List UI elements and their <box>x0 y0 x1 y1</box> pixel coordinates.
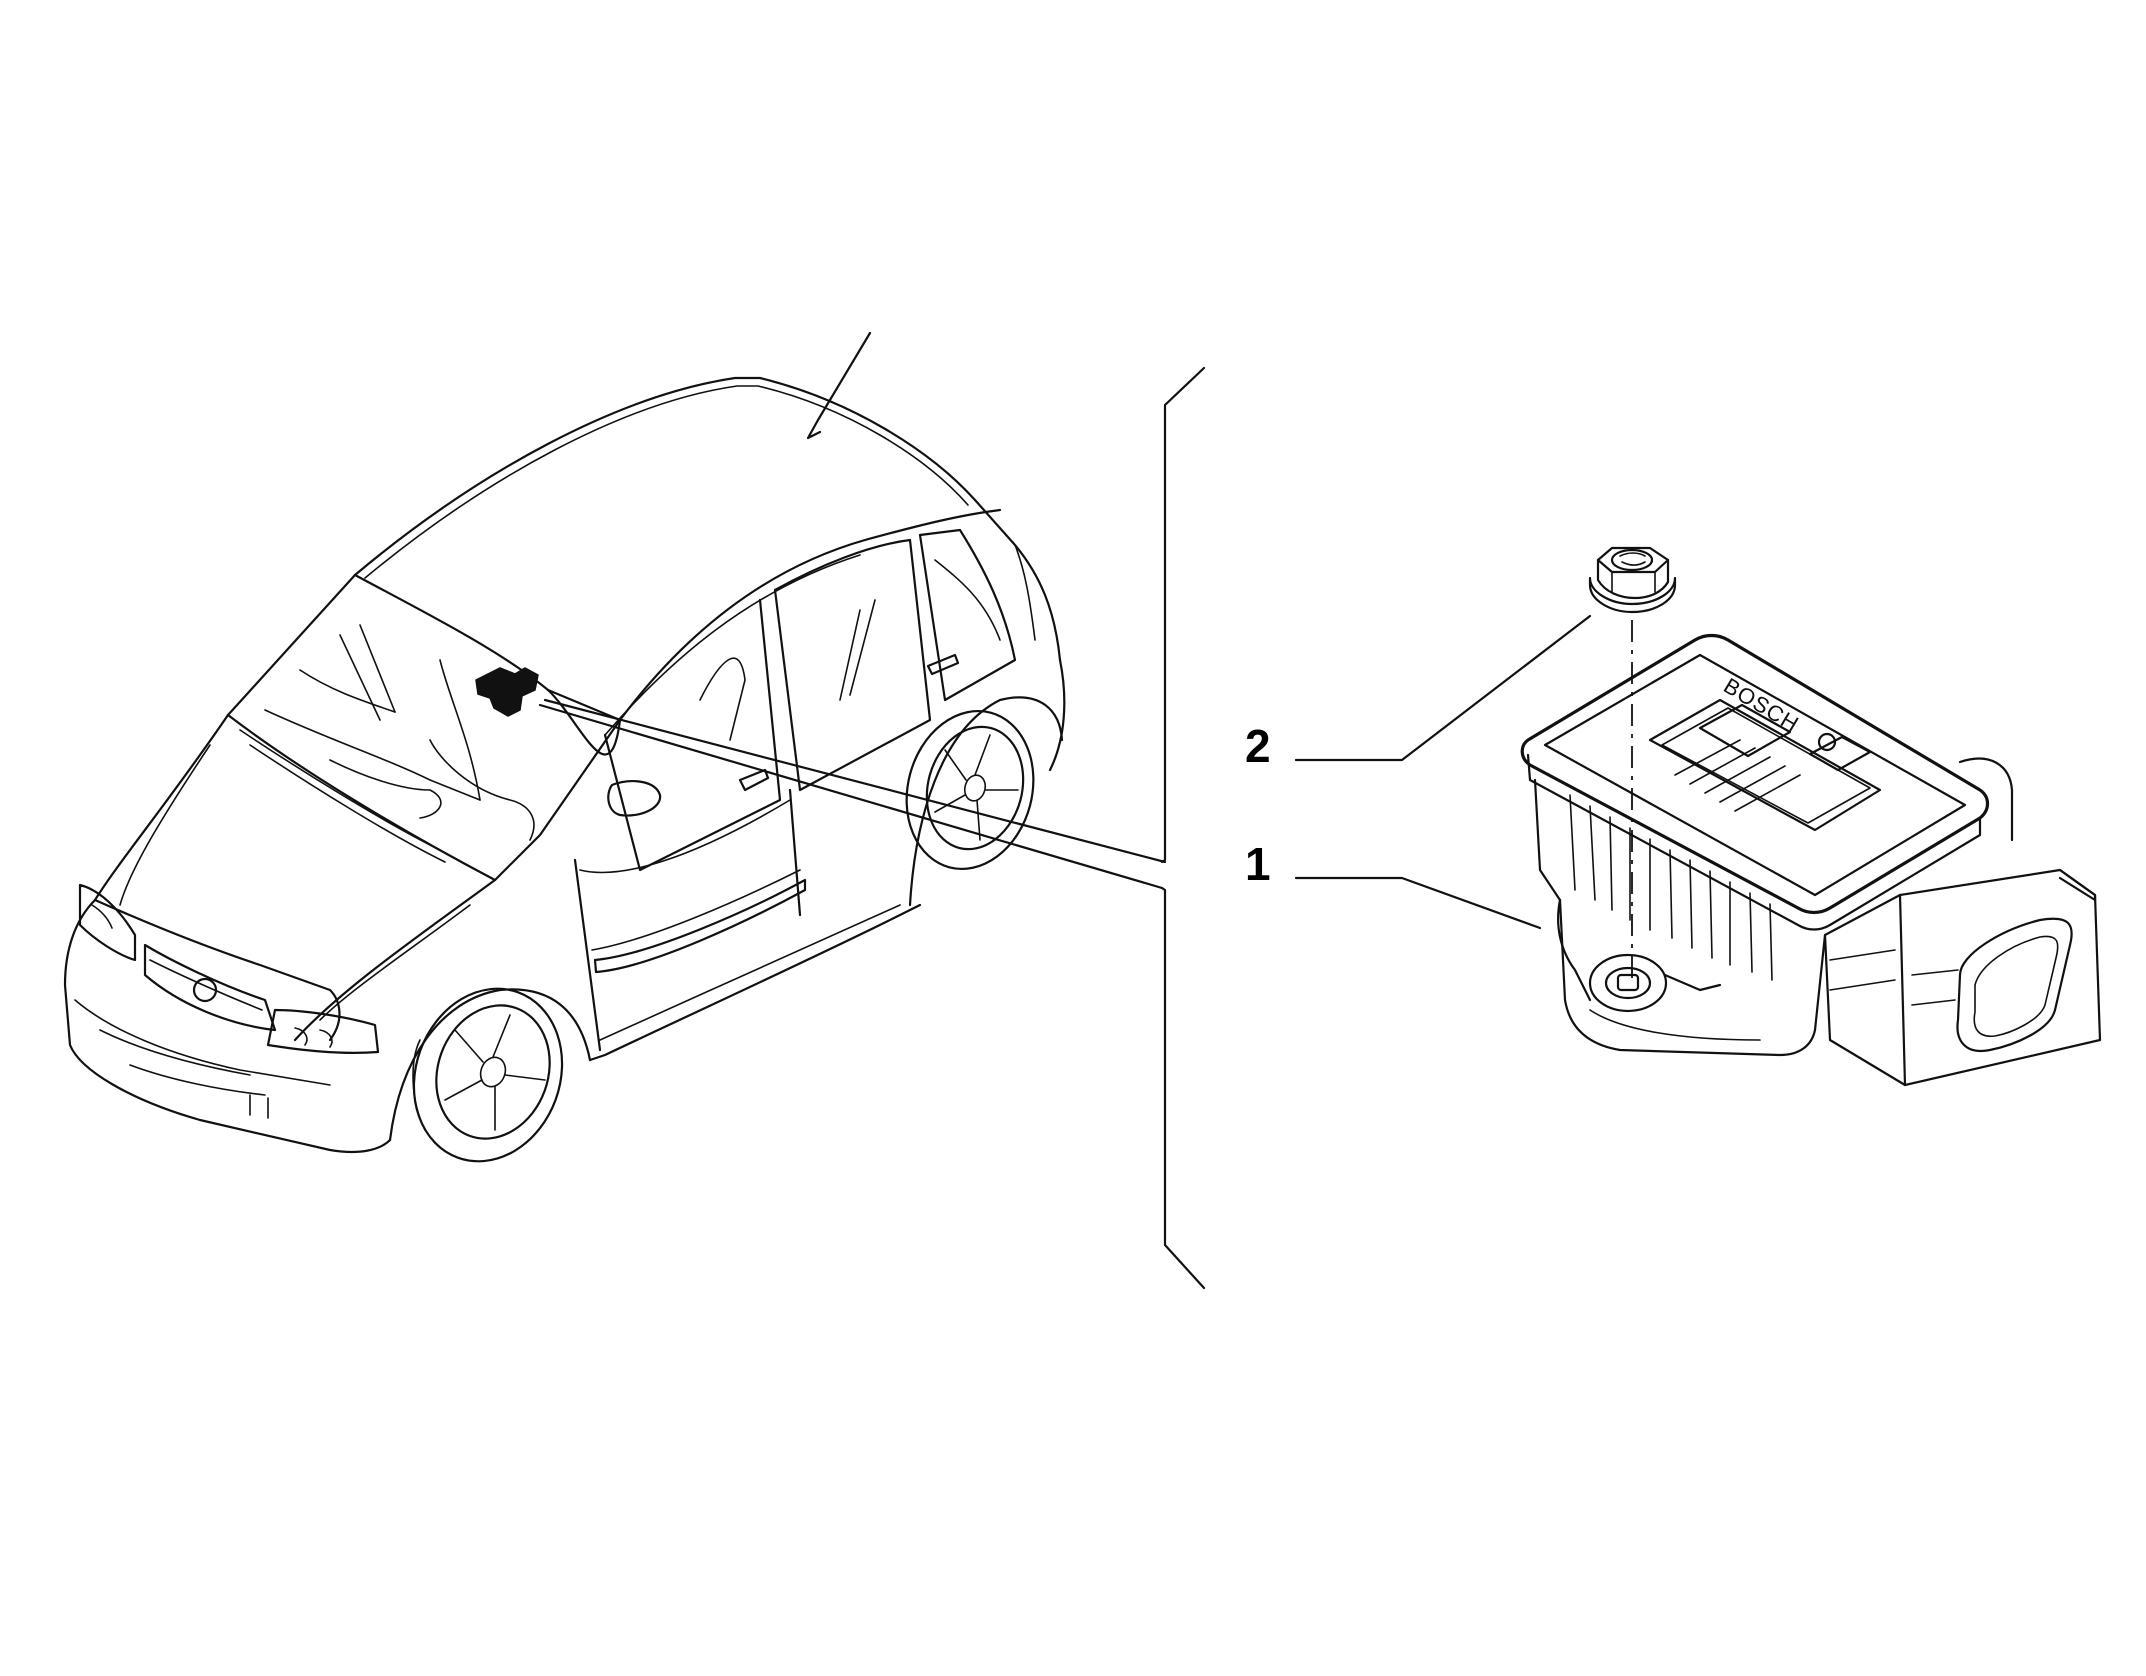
sensor-part: BOSCH <box>1520 633 2102 1087</box>
front-wheel <box>412 987 564 1163</box>
sensor-location-marker <box>475 667 539 717</box>
nut-part <box>1588 546 1677 614</box>
car-illustration <box>63 331 1066 1163</box>
callout-1: 1 <box>1245 838 1542 930</box>
callout-2: 2 <box>1245 614 1592 772</box>
callout-number-1: 1 <box>1245 838 1271 890</box>
rear-wheel <box>905 709 1035 871</box>
sensor-connector <box>1823 868 2102 1087</box>
callout-number-2: 2 <box>1245 720 1271 772</box>
leader-bracket <box>538 366 1206 1290</box>
